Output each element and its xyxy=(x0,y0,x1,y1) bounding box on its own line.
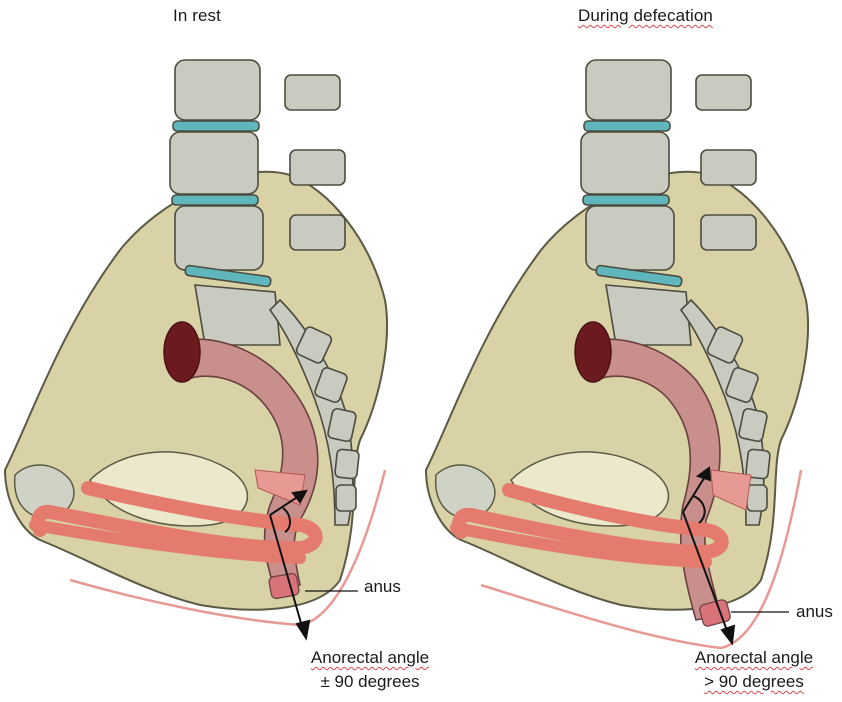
pelvis-illustration-defecation xyxy=(421,0,842,702)
panel-during-defecation: During defecation xyxy=(421,0,842,702)
anal-canal xyxy=(268,573,299,600)
anus-label-rest: anus xyxy=(364,577,401,597)
anus-label-defecation: anus xyxy=(796,602,833,622)
caption-rest-line2: ± 90 degrees xyxy=(300,670,440,694)
rectum-opening xyxy=(164,322,200,382)
caption-rest: Anorectal angle ± 90 degrees xyxy=(300,646,440,694)
caption-rest-line1: Anorectal angle xyxy=(300,646,440,670)
caption-defecation: Anorectal angle > 90 degrees xyxy=(684,646,824,694)
panel-in-rest: In rest xyxy=(0,0,421,702)
caption-defecation-line1: Anorectal angle xyxy=(684,646,824,670)
caption-defecation-line2: > 90 degrees xyxy=(684,670,824,694)
pelvis-illustration-rest xyxy=(0,0,421,702)
rectum-opening xyxy=(575,322,611,382)
